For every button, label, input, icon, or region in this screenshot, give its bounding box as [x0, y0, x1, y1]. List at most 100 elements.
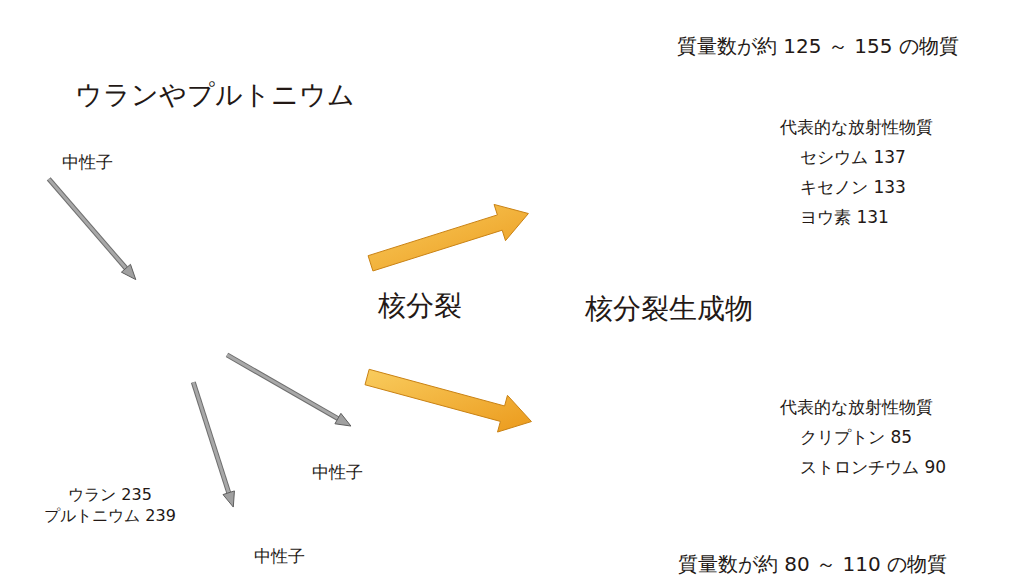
nucleon [629, 414, 650, 435]
text-holder: プルトニウム 239 [15, 506, 205, 525]
nucleon [672, 465, 693, 486]
nucleon [610, 437, 631, 458]
nucleon [644, 411, 665, 432]
nucleon [644, 444, 665, 465]
fission-product: 代表的な放射性物質クリプトン 85ストロンチウム 90質量数が約 80 ～ 11… [562, 362, 748, 548]
nucleon [627, 127, 651, 151]
block-arrow [368, 204, 528, 271]
neutron-arrow [193, 382, 234, 507]
nucleon [652, 198, 676, 222]
nucleon [122, 302, 147, 327]
nucleon [645, 456, 666, 477]
nucleon [165, 286, 190, 311]
text-holder: ウラン 235 [15, 485, 205, 504]
arrow-shaft-edge [49, 179, 126, 268]
product-disc [571, 83, 748, 260]
nucleon [173, 321, 198, 346]
nucleon [624, 434, 645, 455]
neutron-ball [223, 511, 257, 545]
nucleon [203, 305, 228, 330]
nucleon [664, 432, 685, 453]
nucleon [682, 181, 706, 205]
text-holder: 質量数が約 80 ～ 110 の物質 [678, 552, 947, 576]
nucleon [648, 134, 672, 158]
nucleon [665, 140, 689, 164]
neutron-arrow [49, 179, 136, 280]
arrow-shaft [193, 382, 228, 493]
nucleon [143, 348, 168, 373]
nucleon [614, 139, 638, 163]
arrow-shaft [227, 355, 338, 419]
product-shape [557, 69, 763, 275]
nucleon [669, 193, 693, 217]
nucleon [660, 414, 681, 435]
product-ring [563, 363, 747, 547]
nucleon [688, 165, 712, 189]
nucleon [129, 336, 154, 361]
nucleon [122, 320, 147, 345]
nucleon [147, 291, 172, 316]
nucleon [146, 276, 171, 301]
nucleon [179, 349, 204, 374]
text-holder: セシウム 137 [800, 147, 906, 167]
nucleon [149, 311, 174, 336]
nucleon [637, 436, 658, 457]
mass-range: 質量数が約 125 ～ 155 の物質 [677, 34, 959, 58]
nuclide-name: ヨウ素 131 [800, 207, 889, 227]
neutron-shape [352, 419, 388, 455]
nucleon [635, 161, 659, 185]
nucleon [642, 148, 666, 172]
nucleon [676, 133, 700, 157]
nucleon [644, 122, 668, 146]
arrow-shaft [49, 179, 126, 268]
nucleon [136, 306, 161, 331]
nucleon [160, 299, 185, 324]
nucleon [138, 324, 163, 349]
nucleon [619, 187, 643, 211]
text-holder: キセノン 133 [800, 177, 906, 197]
nucleon [658, 151, 682, 175]
block-arrow [365, 369, 531, 432]
nucleon [661, 124, 685, 148]
neutron-ball [19, 147, 51, 179]
list-heading: 代表的な放射性物質 [780, 397, 933, 417]
neutron-label: 中性子 [62, 152, 113, 172]
nucleon [634, 196, 658, 220]
nuclide-name: クリプトン 85 [800, 427, 912, 447]
nucleon [194, 338, 219, 363]
neutron-shape [18, 146, 52, 180]
neutron-shape [222, 510, 258, 546]
nucleon [634, 448, 655, 469]
fission-product: 質量数が約 125 ～ 155 の物質代表的な放射性物質セシウム 137キセノン… [557, 69, 763, 275]
text-holder: 中性子 [62, 152, 113, 172]
nucleon [610, 172, 634, 196]
arrow-head [335, 413, 351, 426]
nucleon [182, 277, 207, 302]
arrow-shaft-edge [193, 382, 228, 493]
nucleon [182, 294, 207, 319]
nucleon [656, 447, 677, 468]
atom-glow [15, 125, 385, 495]
nucleon [625, 173, 649, 197]
nucleon [617, 465, 638, 486]
nucleon [645, 172, 669, 196]
nucleon [667, 447, 688, 468]
neutron: 中性子 [352, 419, 388, 455]
nucleon [635, 424, 656, 445]
nucleon [610, 452, 631, 473]
isotope-name: ウラン 235 [15, 485, 205, 504]
product-label: 核分裂生成物 [585, 292, 753, 326]
nucleon [170, 338, 195, 363]
text-holder: 中性子 [312, 462, 363, 482]
nucleon [629, 475, 650, 496]
text-holder: 中性子 [254, 546, 305, 566]
nucleon [174, 306, 199, 331]
arrow-head [121, 264, 135, 279]
arrow-shaft-edge [227, 355, 338, 419]
nucleon [674, 155, 698, 179]
arrow-head [223, 491, 234, 507]
nucleon [678, 437, 699, 458]
nucleon [631, 140, 655, 164]
nucleon [651, 435, 672, 456]
